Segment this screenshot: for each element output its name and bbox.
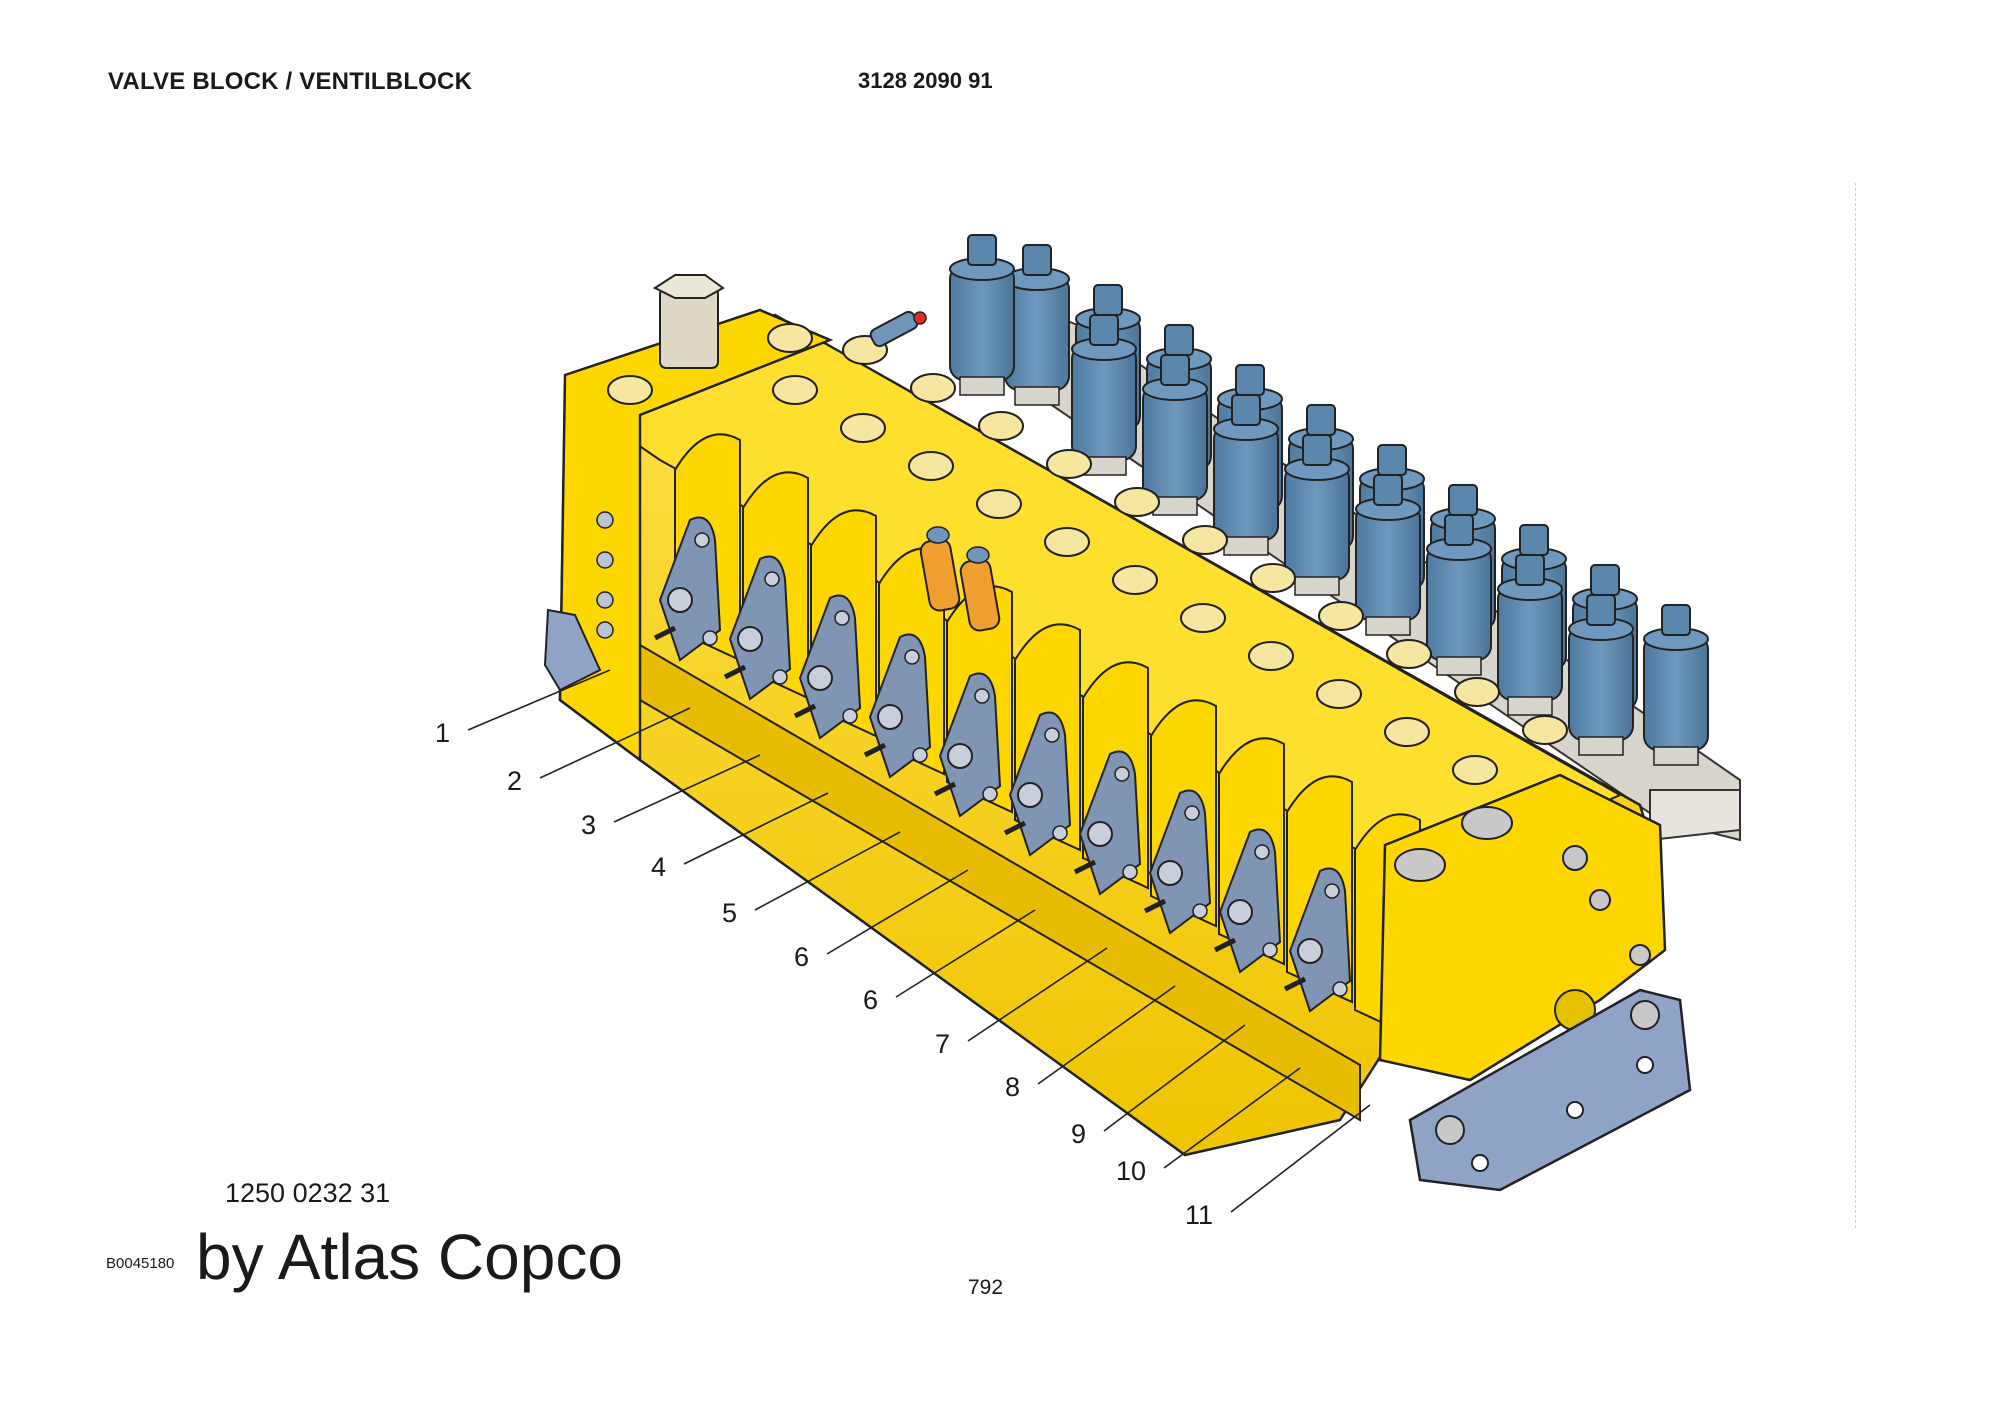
callout-leader (895, 909, 1036, 998)
callout-label: 4 (651, 852, 666, 882)
solenoid-coil (1004, 244, 1070, 406)
pressure-sensors (919, 526, 1001, 632)
callout-leader (1163, 1067, 1301, 1169)
callout-leader (1103, 1024, 1246, 1132)
solenoid-coil (1497, 554, 1563, 716)
callout: 5 (722, 831, 901, 928)
image-code: B0045180 (106, 1255, 175, 1272)
callout: 8 (1005, 985, 1176, 1102)
callout: 7 (935, 947, 1108, 1059)
callout-leader (967, 947, 1108, 1042)
callout-leader (539, 707, 691, 779)
brand-text: by Atlas Copco (196, 1221, 623, 1293)
callout-label: 1 (435, 718, 450, 748)
actuator-plates (653, 516, 1352, 1013)
solenoid-coil (1643, 604, 1709, 766)
actuator-plate (793, 594, 862, 740)
callout-label: 11 (1185, 1200, 1213, 1230)
callout: 6 (863, 909, 1036, 1015)
mounting-bracket (1408, 988, 1692, 1192)
callout: 2 (507, 707, 691, 796)
solenoid-coil (1071, 314, 1137, 476)
inlet-module (543, 274, 927, 763)
actuator-plate (863, 633, 932, 779)
actuator-plate (933, 672, 1002, 818)
callout: 10 (1116, 1067, 1301, 1186)
callout-label: 9 (1071, 1119, 1086, 1149)
actuator-plate (1003, 711, 1072, 857)
callout-leader (683, 792, 829, 865)
actuator-plate (1143, 789, 1212, 935)
callout: 1 (435, 669, 611, 748)
actuator-plate (1213, 828, 1282, 974)
callout: 11 (1185, 1104, 1371, 1230)
callout: 3 (581, 754, 761, 840)
callout-leader (1230, 1104, 1371, 1213)
drawing-number: 3128 2090 91 (858, 68, 993, 93)
solenoid-coil (1355, 474, 1421, 636)
solenoid-coil (1426, 514, 1492, 676)
callout-label: 5 (722, 898, 737, 928)
callout-label: 3 (581, 810, 596, 840)
callout-group: 1 2 3 4 5 6 6 7 8 9 10 11 (435, 669, 1371, 1230)
callout-label: 7 (935, 1029, 950, 1059)
callout-label: 2 (507, 766, 522, 796)
callout-label: 6 (863, 985, 878, 1015)
actuator-plate (723, 555, 792, 701)
solenoid-coil (1142, 354, 1208, 516)
solenoid-coil (1284, 434, 1350, 596)
page-number: 792 (968, 1276, 1004, 1299)
callout-leader (613, 754, 761, 823)
solenoid-coil (1213, 394, 1279, 556)
solenoid-coils (949, 234, 1709, 766)
actuator-plate (1073, 750, 1142, 896)
solenoid-coil (1568, 594, 1634, 756)
callout-label: 10 (1116, 1156, 1146, 1186)
callout-leader (467, 669, 611, 731)
actuator-plate (653, 516, 722, 662)
callout-label: 8 (1005, 1072, 1020, 1102)
margin-rule (1855, 183, 1856, 1228)
solenoid-coil (949, 234, 1015, 396)
callout: 9 (1071, 1024, 1246, 1149)
callout: 4 (651, 792, 829, 882)
callout-leader (754, 831, 901, 911)
actuator-plate (1283, 867, 1352, 1013)
callout-label: 6 (794, 942, 809, 972)
callout-leader (1037, 985, 1176, 1085)
callout-leader (826, 869, 969, 955)
document-title: VALVE BLOCK / VENTILBLOCK (108, 68, 473, 95)
part-number: 1250 0232 31 (225, 1178, 391, 1208)
callout: 6 (794, 869, 969, 972)
